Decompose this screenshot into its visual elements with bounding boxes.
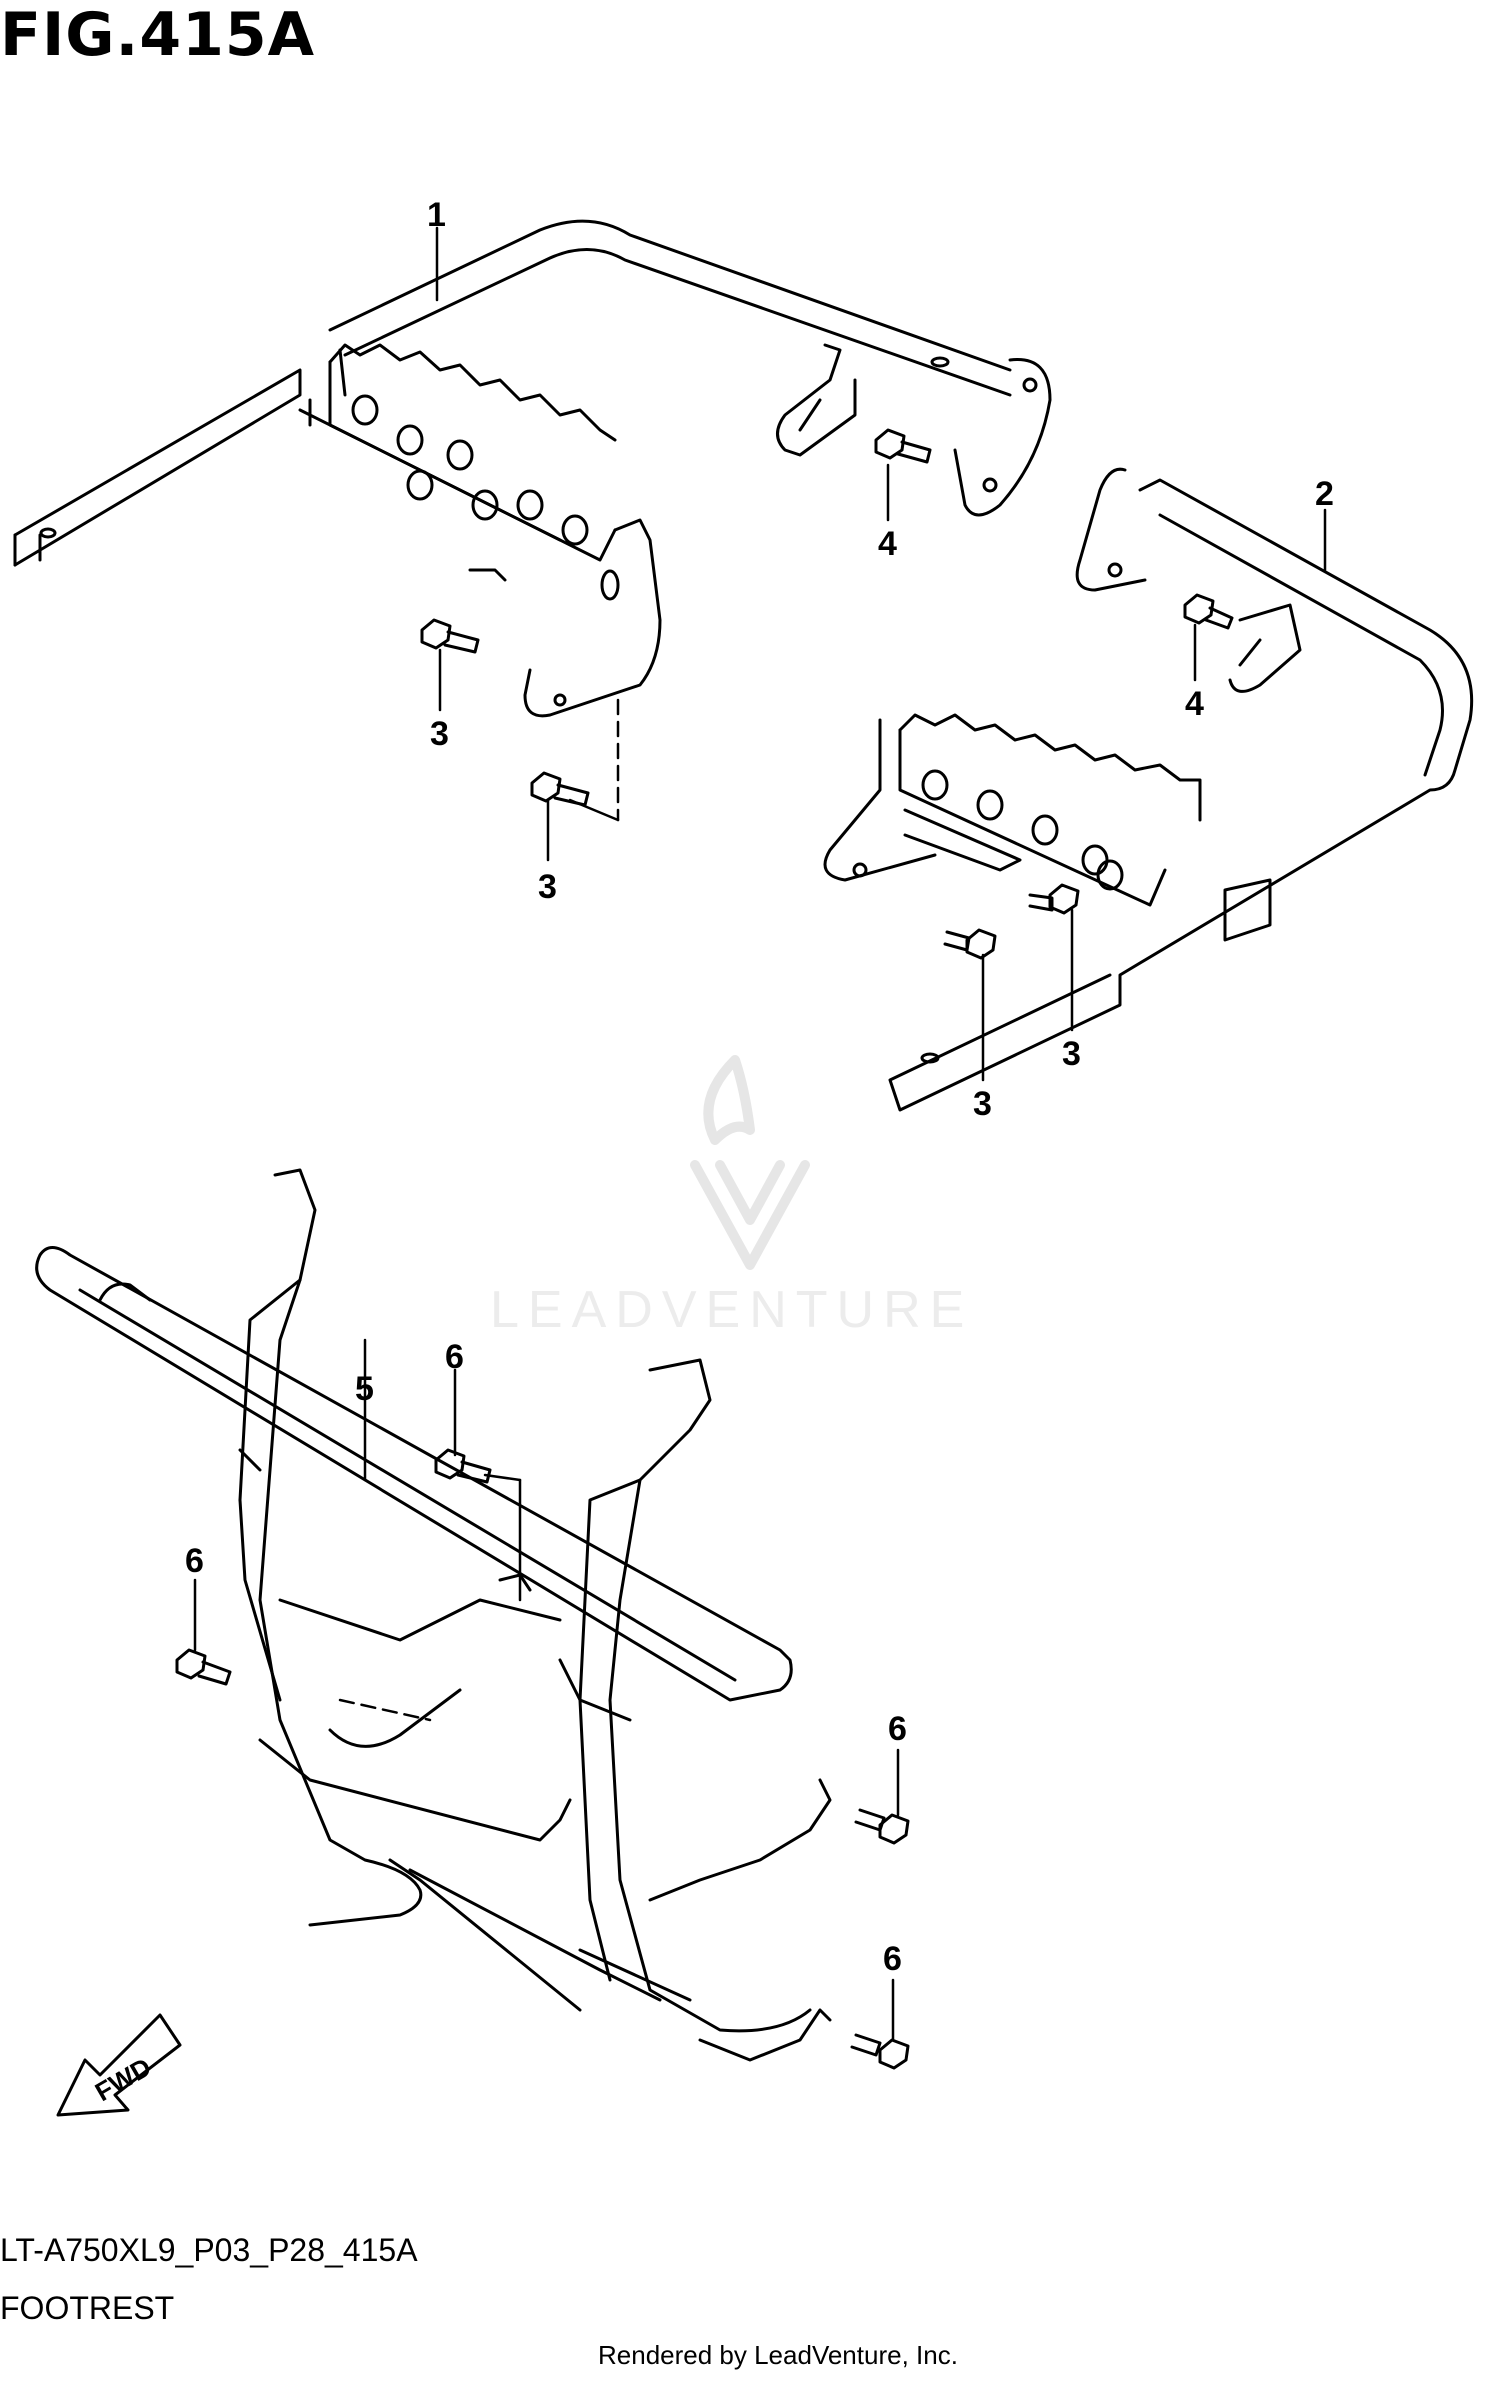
callout-6: 6 <box>888 1710 907 1748</box>
watermark-logo <box>690 1055 810 1270</box>
bolt-6-right-mid <box>854 1808 910 1845</box>
callout-3: 3 <box>1062 1035 1081 1073</box>
callout-4: 4 <box>1185 685 1204 723</box>
bolt-4-lower <box>1183 593 1234 630</box>
figure-title: FIG.415A <box>0 0 316 70</box>
callout-3: 3 <box>973 1085 992 1123</box>
model-code: LT-A750XL9_P03_P28_415A <box>0 2232 418 2268</box>
render-credit: Rendered by LeadVenture, Inc. <box>598 2340 958 2370</box>
bolt-6-top <box>434 1448 492 1484</box>
callout-2: 2 <box>1315 475 1334 513</box>
bolt-3-right-a <box>1028 883 1080 915</box>
bolt-3-left-lower <box>530 771 590 807</box>
watermark-text: LEADVENTURE <box>490 1281 974 1339</box>
fwd-arrow-shape <box>56 2013 182 2117</box>
footrest-right-part-2 <box>823 467 1474 1112</box>
callout-3: 3 <box>430 715 449 753</box>
footrest-left-part-1 <box>13 219 1052 718</box>
callout-6: 6 <box>445 1338 464 1376</box>
callout-3: 3 <box>538 868 557 906</box>
fwd-arrow-label: FWD <box>90 2052 156 2108</box>
section-name: FOOTREST <box>0 2290 175 2326</box>
bolt-3-left-upper <box>420 618 480 654</box>
callout-6: 6 <box>185 1542 204 1580</box>
callout-6: 6 <box>883 1940 902 1978</box>
bolt-4-upper <box>874 428 932 464</box>
front-guard-part-5 <box>35 1168 832 2062</box>
bolt-6-right-low <box>850 2033 910 2070</box>
callout-5: 5 <box>355 1370 374 1408</box>
bolt-3-right-b <box>943 928 997 960</box>
bolt-6-left <box>175 1648 232 1686</box>
callout-1: 1 <box>427 196 446 234</box>
callout-4: 4 <box>878 525 897 563</box>
